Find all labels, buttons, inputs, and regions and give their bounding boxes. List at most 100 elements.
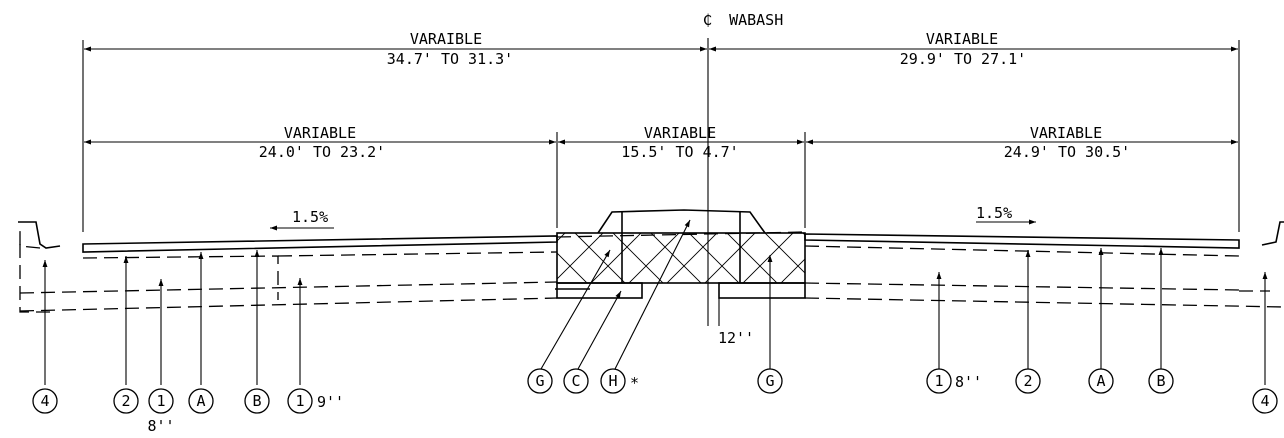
callout-id: A bbox=[1096, 372, 1105, 390]
dim-value: 15.5' TO 4.7' bbox=[621, 143, 738, 161]
leader-h bbox=[614, 219, 691, 370]
callout-2-left: 2 bbox=[113, 388, 139, 414]
callout-bubble bbox=[244, 388, 270, 414]
callout-bubble bbox=[1252, 388, 1278, 414]
callout-bubble bbox=[148, 388, 174, 414]
callout-bubble bbox=[926, 368, 952, 394]
centerline-label: ₵ WABASH bbox=[703, 11, 783, 29]
callout-bubble bbox=[527, 368, 553, 394]
centerline-symbol: ₵ bbox=[703, 11, 712, 29]
offset-value: 12'' bbox=[718, 329, 754, 347]
dimension-overall-left: VARAIBLE 34.7' TO 31.3' bbox=[84, 30, 707, 68]
right-subgrade-line bbox=[804, 297, 1284, 308]
extension-lines bbox=[82, 40, 1240, 232]
callout-id: G bbox=[765, 372, 774, 390]
callout-bubble bbox=[1148, 368, 1174, 394]
dimension-lane-right: VARIABLE 24.9' TO 30.5' bbox=[806, 124, 1238, 161]
slope-left: 1.5% bbox=[270, 208, 334, 231]
callout-a-left: A bbox=[188, 388, 214, 414]
left-lane-pavement bbox=[19, 235, 558, 312]
callout-bubble bbox=[1015, 368, 1041, 394]
callout-bubble bbox=[188, 388, 214, 414]
callout-id: 1 bbox=[934, 372, 943, 390]
median-footing-right bbox=[718, 282, 806, 299]
callout-id: 2 bbox=[1023, 372, 1032, 390]
right-lane-pavement bbox=[804, 233, 1284, 308]
callout-bubble bbox=[32, 388, 58, 414]
leader-g-left bbox=[540, 249, 611, 370]
callout-b-left: B bbox=[244, 388, 270, 414]
callout-id: H bbox=[608, 372, 617, 390]
callout-1-8in-right: 1 8'' bbox=[926, 368, 982, 394]
callout-note: * bbox=[630, 374, 639, 392]
dimension-median: VARIABLE 15.5' TO 4.7' bbox=[558, 124, 804, 161]
callout-leaders bbox=[42, 219, 1268, 385]
median-footing-left bbox=[556, 282, 643, 299]
callout-bubble bbox=[1088, 368, 1114, 394]
callout-note: 8'' bbox=[147, 417, 174, 435]
left-curb-profile bbox=[18, 221, 61, 249]
callout-2-right: 2 bbox=[1015, 368, 1041, 394]
callout-g-right: G bbox=[757, 368, 783, 394]
callout-id: 2 bbox=[121, 392, 130, 410]
callout-id: B bbox=[252, 392, 261, 410]
callout-id: 4 bbox=[1260, 392, 1269, 410]
median-outline bbox=[556, 232, 806, 284]
callout-1-8in-left: 1 8'' bbox=[147, 388, 175, 435]
callout-bubble bbox=[287, 388, 313, 414]
callout-bubble bbox=[757, 368, 783, 394]
left-binder-outline bbox=[82, 255, 279, 300]
dimension-offset: 12'' bbox=[707, 296, 754, 347]
dim-value: 29.9' TO 27.1' bbox=[900, 50, 1026, 68]
dim-label: VARAIBLE bbox=[410, 30, 482, 48]
slope-left-label: 1.5% bbox=[292, 208, 328, 226]
callout-h: H * bbox=[600, 368, 639, 394]
callout-id: G bbox=[535, 372, 544, 390]
median-hatch bbox=[557, 233, 805, 283]
callout-a-right: A bbox=[1088, 368, 1114, 394]
left-shoulder-outline bbox=[19, 244, 50, 313]
callout-c: C bbox=[563, 368, 589, 394]
left-subgrade-line bbox=[19, 297, 558, 312]
median bbox=[555, 209, 806, 299]
right-binder-line bbox=[804, 245, 1240, 257]
callout-note: 9'' bbox=[317, 393, 344, 411]
dim-label: VARIABLE bbox=[926, 30, 998, 48]
callout-id: C bbox=[571, 372, 580, 390]
dimension-overall-right: VARIABLE 29.9' TO 27.1' bbox=[709, 30, 1238, 68]
left-base-top bbox=[277, 251, 558, 257]
median-curb-cap bbox=[597, 209, 766, 234]
callout-4-left: 4 bbox=[32, 388, 58, 414]
slope-right: 1.5% bbox=[976, 204, 1036, 225]
left-existing-curb bbox=[19, 228, 41, 249]
callout-id: A bbox=[196, 392, 205, 410]
dimension-lane-left: VARIABLE 24.0' TO 23.2' bbox=[84, 124, 556, 161]
right-shoulder bbox=[1239, 221, 1284, 292]
callout-bubble bbox=[563, 368, 589, 394]
left-shoulder bbox=[18, 221, 61, 313]
callout-1-9in: 1 9'' bbox=[287, 388, 344, 414]
dim-value: 34.7' TO 31.3' bbox=[387, 50, 513, 68]
callout-id: B bbox=[1156, 372, 1165, 390]
callout-bubble bbox=[600, 368, 626, 394]
callout-id: 1 bbox=[156, 392, 165, 410]
right-curb-profile bbox=[1261, 221, 1284, 246]
dim-label: VARIABLE bbox=[1030, 124, 1102, 142]
left-surface-course bbox=[82, 235, 558, 253]
slope-right-label: 1.5% bbox=[976, 204, 1012, 222]
dim-value: 24.9' TO 30.5' bbox=[1004, 143, 1130, 161]
callout-id: 1 bbox=[295, 392, 304, 410]
right-subbase-line bbox=[804, 282, 1240, 291]
centerline-name: WABASH bbox=[729, 11, 783, 29]
callout-bubble bbox=[113, 388, 139, 414]
left-subbase-line bbox=[19, 281, 558, 294]
dim-label: VARIABLE bbox=[284, 124, 356, 142]
dim-value: 24.0' TO 23.2' bbox=[259, 143, 385, 161]
callout-4-right: 4 bbox=[1252, 388, 1278, 414]
callout-b-right: B bbox=[1148, 368, 1174, 394]
callout-note: 8'' bbox=[955, 373, 982, 391]
dim-label: VARIABLE bbox=[644, 124, 716, 142]
callout-g-left: G bbox=[527, 368, 553, 394]
right-surface-course bbox=[804, 233, 1240, 249]
